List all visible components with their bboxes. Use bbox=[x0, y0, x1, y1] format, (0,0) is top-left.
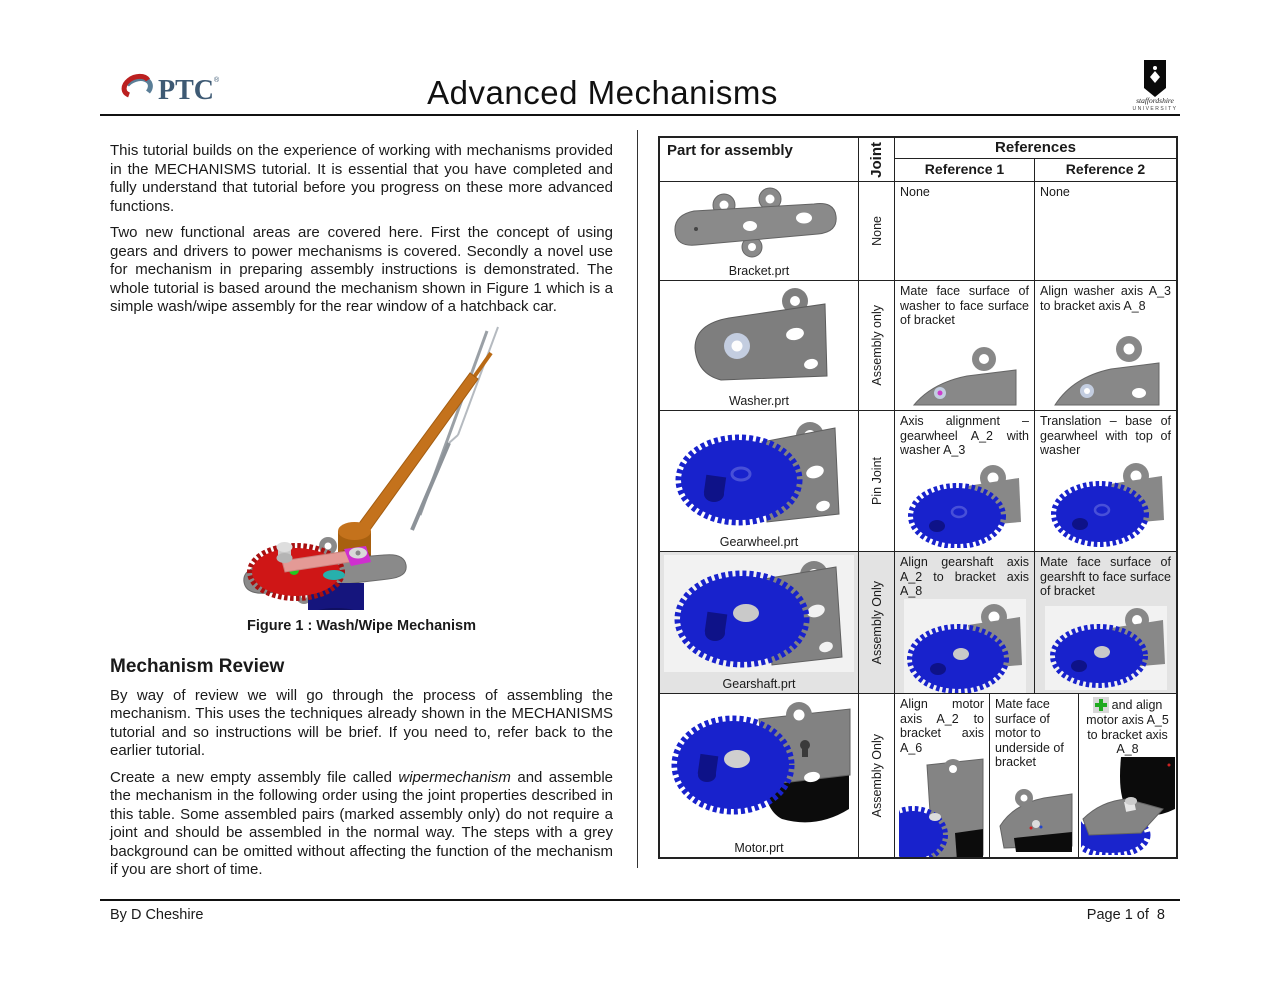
page-title: Advanced Mechanisms bbox=[427, 74, 778, 111]
reference-2-image bbox=[994, 782, 1074, 854]
reference-2-image bbox=[1050, 331, 1161, 407]
col-header-reference-2: Reference 2 bbox=[1065, 161, 1146, 177]
reference-1-image bbox=[904, 460, 1025, 548]
joint-value: Assembly only bbox=[869, 305, 884, 386]
reference-1-image bbox=[911, 343, 1018, 407]
part-caption: Gearwheel.prt bbox=[719, 535, 799, 549]
table-row-gearwheel: Gearwheel.prt Pin Joint Axis alignment –… bbox=[660, 411, 1176, 552]
col-header-joint: Joint bbox=[859, 138, 895, 181]
ptc-logo: PTC ® bbox=[112, 66, 222, 110]
svg-text:®: ® bbox=[214, 76, 220, 84]
table-row-motor: Motor.prt Assembly Only Align motor axis… bbox=[660, 694, 1176, 857]
footer-page-number: Page 1 of 8 bbox=[1086, 907, 1165, 923]
table-row-bracket: Bracket.prt None None None bbox=[660, 182, 1176, 281]
reference-3-image bbox=[1080, 756, 1175, 855]
column-divider bbox=[637, 130, 638, 868]
joint-value: Pin Joint bbox=[869, 457, 884, 505]
washer-part-image bbox=[676, 284, 842, 388]
reference-1-value: Align gearshaft axis A_2 to bracket axis… bbox=[900, 555, 1029, 598]
reference-1-value: None bbox=[895, 182, 1035, 280]
intro-column: This tutorial builds on the experience o… bbox=[110, 142, 613, 888]
footer-divider bbox=[100, 899, 1180, 901]
reference-2-image bbox=[1045, 460, 1166, 548]
reference-1-image bbox=[899, 755, 985, 857]
reference-2-value: Translation – base of gearwheel with top… bbox=[1040, 414, 1171, 457]
assembly-table: Part for assembly Joint References Refer… bbox=[658, 136, 1178, 859]
reference-2-value: Mate face surface of gearshft to face su… bbox=[1040, 555, 1171, 598]
section-heading: Mechanism Review bbox=[110, 655, 285, 677]
part-caption: Motor.prt bbox=[734, 841, 784, 855]
part-caption: Gearshaft.prt bbox=[722, 677, 796, 691]
reference-1-value: Align motor axis A_2 to bracket axis A_6 bbox=[900, 697, 984, 755]
assembly-file-name: wipermechanism bbox=[398, 768, 511, 786]
table-row-gearshaft: Gearshaft.prt Assembly Only Align gearsh… bbox=[660, 552, 1176, 694]
gearshaft-part-image bbox=[664, 555, 854, 672]
table-row-washer: Washer.prt Assembly only Mate face surfa… bbox=[660, 281, 1176, 411]
reference-2-value: Align washer axis A_3 to bracket axis A_… bbox=[1040, 284, 1171, 313]
wiper-arm bbox=[471, 351, 493, 378]
intro-paragraph-1: This tutorial builds on the experience o… bbox=[110, 142, 613, 215]
reference-1-image bbox=[903, 598, 1026, 693]
reference-2-value: Mate face surface of motor to underside … bbox=[995, 697, 1064, 769]
reference-1-value: Axis alignment – gearwheel A_2 with wash… bbox=[900, 414, 1029, 457]
instructions-paragraph: Create a new empty assembly file called … bbox=[110, 768, 613, 879]
motor-part-image bbox=[666, 697, 852, 835]
col-header-part: Part for assembly bbox=[660, 138, 859, 181]
plus-icon bbox=[1092, 697, 1109, 713]
bracket-part-image bbox=[666, 185, 852, 261]
joint-value: None bbox=[869, 216, 884, 246]
reference-2-value: None bbox=[1040, 185, 1070, 199]
svg-text:UNIVERSITY: UNIVERSITY bbox=[1132, 106, 1177, 112]
intro-paragraph-2: Two new functional areas are covered her… bbox=[110, 224, 613, 315]
university-logo: staffordshire UNIVERSITY bbox=[1126, 58, 1184, 112]
header-divider bbox=[100, 114, 1180, 116]
reference-2-image bbox=[1044, 606, 1167, 690]
reference-3-value: and align motor axis A_5 to bracket axis… bbox=[1086, 697, 1169, 756]
ptc-swirl-red bbox=[121, 73, 151, 98]
figure-1-caption: Figure 1 : Wash/Wipe Mechanism bbox=[247, 617, 476, 634]
figure-1-image bbox=[205, 324, 518, 610]
joint-value: Assembly Only bbox=[869, 580, 884, 665]
svg-text:staffordshire: staffordshire bbox=[1136, 96, 1174, 105]
ptc-wordmark: PTC bbox=[158, 75, 214, 106]
col-header-references: References Reference 1 Reference 2 bbox=[895, 138, 1176, 181]
col-header-reference-1: Reference 1 bbox=[895, 159, 1035, 181]
reference-1-value: Mate face surface of washer to face surf… bbox=[900, 284, 1029, 327]
joint-value: Assembly Only bbox=[869, 733, 884, 818]
review-paragraph: By way of review we will go through the … bbox=[110, 686, 613, 760]
footer-author: By D Cheshire bbox=[110, 907, 204, 923]
part-caption: Washer.prt bbox=[729, 394, 789, 408]
gearwheel-part-image bbox=[666, 414, 852, 530]
table-header-row: Part for assembly Joint References Refer… bbox=[660, 138, 1176, 182]
part-caption: Bracket.prt bbox=[728, 264, 790, 278]
